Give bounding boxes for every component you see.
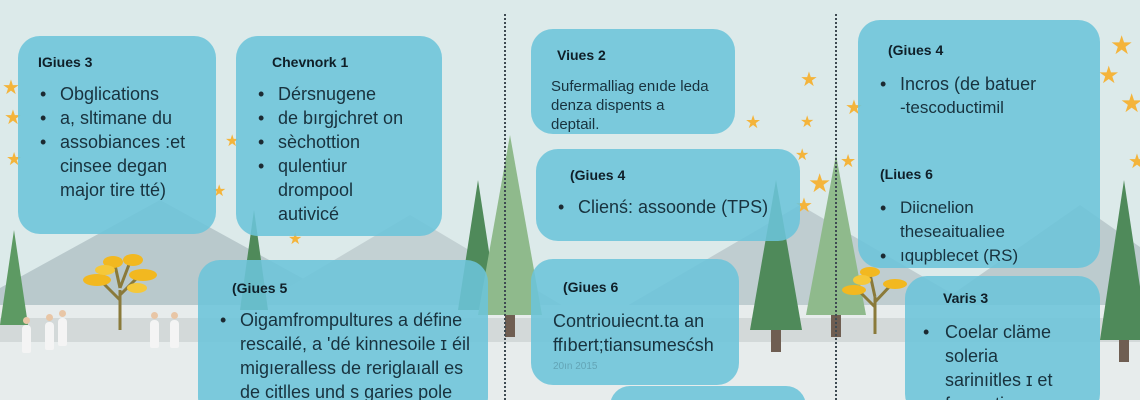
list-item: qulentiur drompool (256, 154, 424, 202)
card-title: (Liues 6 (880, 166, 933, 182)
pine-tree-icon (1100, 180, 1140, 362)
list-item: autivicé (278, 204, 340, 224)
card-title: (Giues 5 (232, 280, 288, 296)
yellow-tree-icon (83, 254, 157, 330)
list-item: de bırgjchret on (256, 106, 424, 130)
card-title: (Giues 4 (570, 167, 626, 183)
star-icon: ★ (4, 107, 22, 129)
star-icon: ★ (745, 112, 762, 132)
list-item: Dérsnugene (256, 82, 424, 106)
list-item: Oigamfrompultures a défine (218, 308, 470, 332)
faint-caption: 20ın 2015 (553, 361, 598, 372)
list-item: Incros (de batuer (878, 72, 1082, 96)
list-item: major tire tté) (60, 180, 167, 200)
pine-tree-icon (0, 230, 28, 325)
list-item: soleria (945, 346, 999, 366)
card-body: ffıbert;tiansumesćsh (553, 335, 714, 355)
yellow-tree-icon (842, 267, 907, 334)
list-item: -tescoductimil (900, 98, 1004, 117)
list-item: ıqupblecet (RS) (878, 244, 1082, 268)
card-title: IGiues 3 (38, 54, 93, 70)
star-icon: ★ (800, 114, 815, 131)
person-figure (150, 312, 159, 348)
card-body: denza dispents a deptail. (551, 97, 665, 133)
list-item: rescailé, a 'dé kinnesoile ɪ éil (240, 334, 470, 354)
info-card: Varis 3 Coelar cläme soleria sarinıitles… (905, 276, 1100, 400)
list-item: Obglications (38, 82, 198, 106)
info-card: (Giues 4 Clienś: assoonde (TPS) (536, 149, 800, 241)
star-icon: ★ (840, 151, 857, 171)
star-icon: ★ (1120, 88, 1140, 118)
card-title: Chevnork 1 (272, 54, 349, 70)
card-title: Viues 2 (557, 47, 606, 63)
list-item: assobiances :et (38, 130, 198, 154)
star-icon: ★ (1110, 30, 1134, 60)
star-icon: ★ (800, 69, 818, 91)
column-divider (504, 14, 506, 400)
list-item: sarinıitles ɪ et (945, 370, 1053, 390)
card-title: (Giues 6 (563, 279, 619, 295)
star-icon: ★ (225, 133, 240, 150)
person-figure (170, 312, 179, 348)
card-body: Contriouiecnt.ta an (553, 311, 705, 331)
list-item: a, sltimane du (38, 106, 198, 130)
list-item: Clienś: assoonde (TPS) (556, 195, 782, 219)
star-icon: ★ (808, 168, 832, 198)
bullet-list: Oigamfrompultures a défine rescailé, a '… (218, 308, 470, 400)
person-figure (45, 314, 54, 350)
star-icon: ★ (1098, 62, 1120, 89)
info-card: (Giues 5 Oigamfrompultures a défine resc… (198, 260, 488, 400)
info-card: IGiues 3 Obglications a, sltimane du ass… (18, 36, 216, 234)
card-title: Varis 3 (943, 290, 989, 306)
column-divider (835, 14, 837, 400)
person-figure (58, 310, 67, 346)
info-card: Viues 2 Sufermalliag enıde leda denza di… (531, 29, 735, 134)
list-item: sèchottion (256, 130, 424, 154)
list-item: Diicnelion theseaitualiee (878, 196, 1082, 244)
list-item: Coelar cläme (921, 320, 1084, 344)
info-card (610, 386, 806, 400)
star-icon: ★ (795, 147, 810, 164)
bullet-list: Dérsnugene de bırgjchret on sèchottion q… (256, 82, 424, 226)
list-item: de citlles und s garies pole (240, 382, 453, 400)
info-card: Chevnork 1 Dérsnugene de bırgjchret on s… (236, 36, 442, 236)
list-item: migıeralless de reriglaıall es (240, 358, 464, 378)
star-icon: ★ (1128, 151, 1140, 173)
info-card: (Giues 4 Incros (de batuer -tescoductimi… (858, 20, 1100, 268)
bullet-list: Coelar cläme soleria sarinıitles ɪ et fr… (921, 320, 1084, 400)
star-icon: ★ (2, 77, 20, 99)
info-card: (Giues 6 Contriouiecnt.ta an ffıbert;tia… (531, 259, 739, 385)
bullet-list: Obglications a, sltimane du assobiances … (38, 82, 198, 202)
bullet-list: Diicnelion theseaitualiee ıqupblecet (RS… (878, 196, 1082, 268)
bullet-list: Incros (de batuer -tescoductimil (878, 72, 1082, 120)
person-figure (22, 317, 31, 353)
list-item: cinsee degan (60, 156, 168, 176)
bullet-list: Clienś: assoonde (TPS) (556, 195, 782, 219)
list-item: freunsti orne (921, 392, 1084, 400)
card-body: Sufermalliag enıde leda (551, 78, 709, 95)
card-title: (Giues 4 (888, 42, 944, 58)
